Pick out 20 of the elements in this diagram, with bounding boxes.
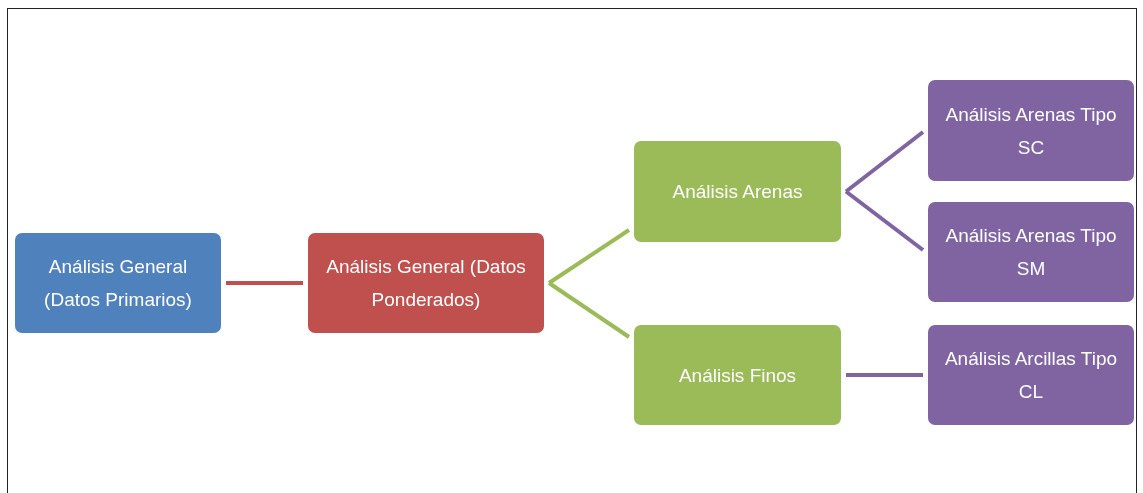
process-box [928, 202, 1134, 302]
box-label: Análisis Arenas Tipo SC [944, 102, 1118, 160]
box-label: Análisis Arcillas Tipo CL [943, 347, 1119, 404]
process-box [15, 233, 221, 333]
box-label: Análisis Arenas Tipo SM [944, 224, 1118, 281]
connector-line [547, 228, 631, 285]
connector-line [846, 373, 923, 377]
process-box [634, 141, 841, 242]
connector-line [226, 281, 303, 285]
box-label: Análisis General (Datos Ponderados) [325, 255, 527, 312]
connector-line [844, 130, 925, 194]
process-box [634, 325, 841, 425]
process-box [308, 233, 544, 333]
connector-line [844, 189, 925, 252]
box-label: Análisis Finos [678, 363, 797, 388]
box-label: Análisis General (Datos Primarios) [43, 255, 193, 312]
process-box [928, 325, 1134, 425]
connector-line [547, 281, 631, 339]
box-label: Análisis Arenas [672, 180, 803, 204]
process-box [928, 80, 1134, 181]
